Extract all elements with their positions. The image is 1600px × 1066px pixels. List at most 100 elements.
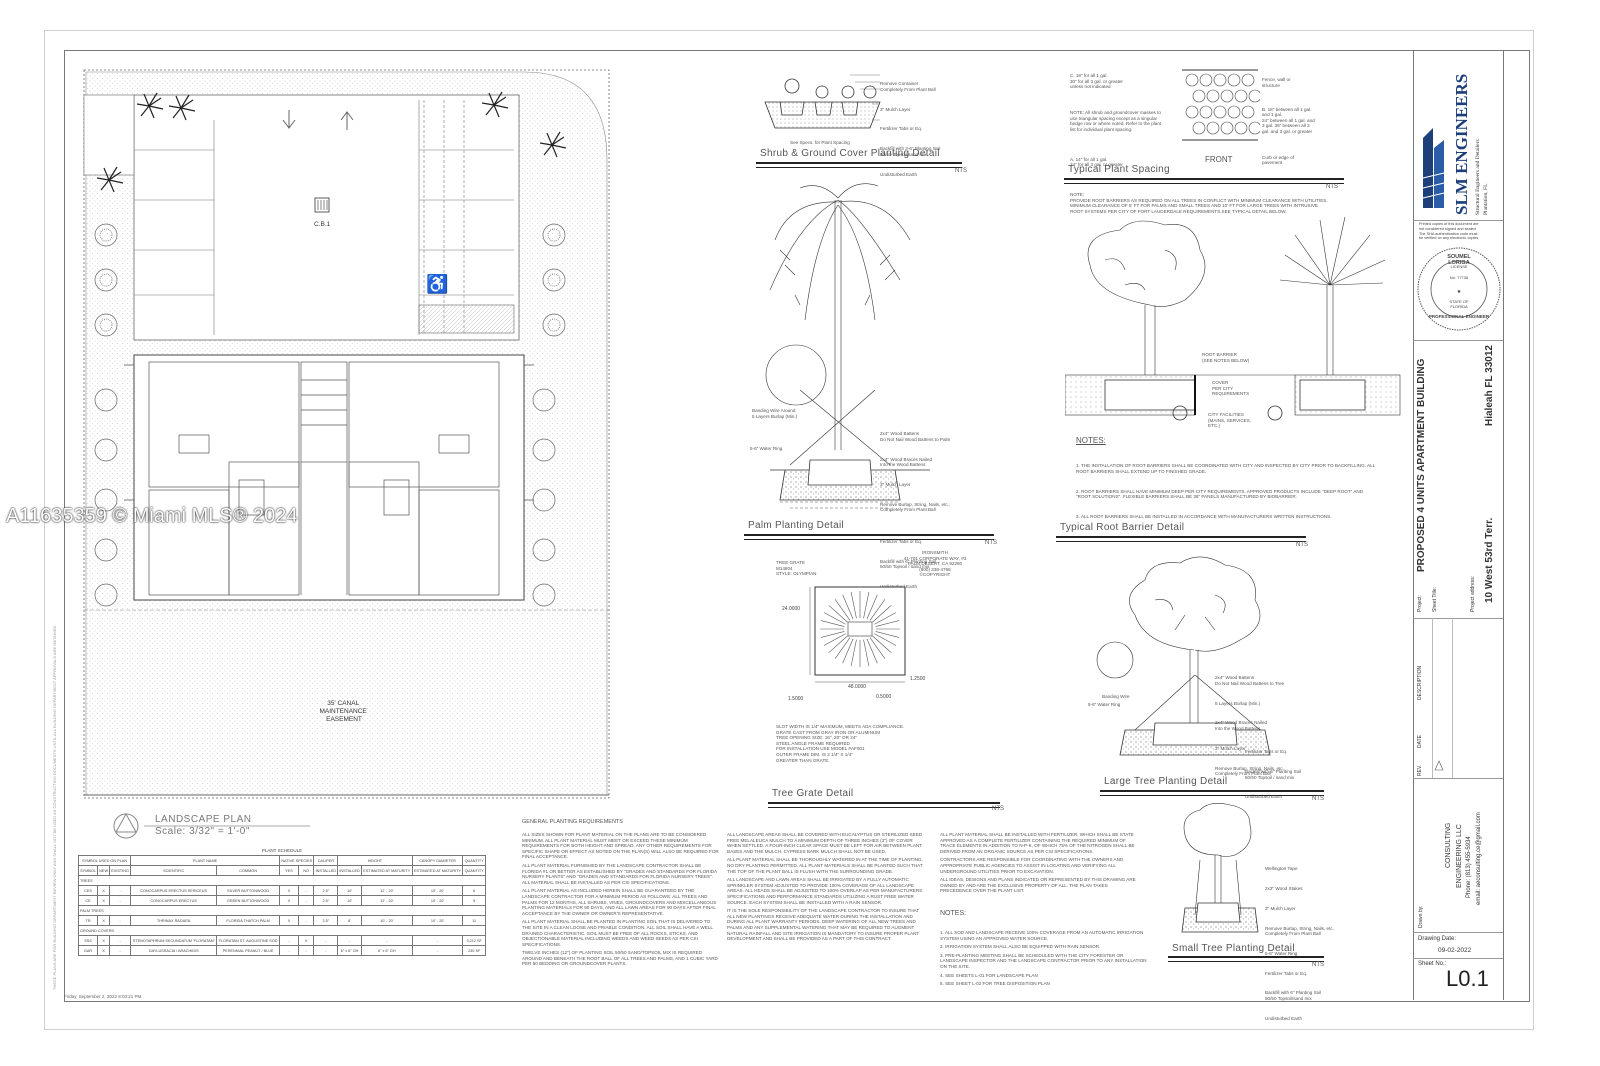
- drawing-date: 09-02-2022: [1438, 947, 1472, 954]
- large-label-battens: 2x4" Wood Battens Do Not Nail Wood Batte…: [1215, 675, 1285, 686]
- plant-spacing-circle: [1248, 89, 1260, 103]
- sheet-number: L0.1: [1446, 966, 1489, 991]
- address-line2: Hialeah FL 33012: [1484, 345, 1495, 426]
- grate-copyright-fineprint: [776, 768, 1016, 788]
- schedule-cell: X: [97, 945, 111, 956]
- schedule-cell: CES: [77, 885, 99, 896]
- large-tree-title: Large Tree Planting Detail: [1104, 776, 1228, 787]
- palm-label-fertilizer: Fertilizer Tabs or Eq.: [880, 539, 923, 545]
- general-notes-list: 1. ALL SOD AND LANDSCAPE RECEIVE 100% CO…: [940, 930, 1150, 990]
- schedule-cell: 2.5": [313, 885, 339, 896]
- spacing-label-b: B. 18" between all 1 gal. and 1 gal. 24"…: [1262, 106, 1315, 134]
- catch-basin-label: C.B.1: [314, 221, 331, 228]
- grate-slot-line: [850, 591, 857, 619]
- small-tree-title: Small Tree Planting Detail: [1172, 943, 1295, 954]
- grate-slot-line: [874, 612, 897, 625]
- schedule-cell: CONOCARPUS ERECTUS: [130, 895, 218, 906]
- schedule-cell: SSS: [77, 935, 99, 946]
- schedule-cell: SCIENTIFIC: [130, 865, 218, 876]
- general-note-1: 1. ALL SOD AND LANDSCAPE RECEIVE 100% CO…: [940, 930, 1145, 941]
- palm-label-battens: 2x4" Wood Battens Do Not Nail Wood Batte…: [880, 431, 951, 442]
- tree-grate-drawing: 24.0000 48.0000 1.5000 0.5000 1.2500: [782, 586, 926, 702]
- grate-slot-line: [850, 639, 857, 667]
- consultant-line1: CONSULTING: [1445, 822, 1452, 868]
- grate-dim-frame: 1.5000: [788, 696, 804, 702]
- shrub-label-fertilizer: Fertilizer Tabs or Eq.: [880, 126, 923, 132]
- small-tree-underline: [1168, 956, 1324, 962]
- requirement-col1-para-1: ALL SIZES SHOWN FOR PLANT MATERIAL ON TH…: [522, 832, 720, 860]
- general-note-2: 2. IRRIGATION SYSTEM SHALL ALSO BE EQUIP…: [940, 944, 1101, 950]
- drawing-sheet-border: [44, 30, 1534, 1030]
- general-note-4: 4. SEE SHEETS L-01 FOR LANDSCAPE PLAN: [940, 972, 1038, 978]
- root-nts: NTS: [1296, 542, 1308, 548]
- plant-spacing-circle: [1241, 105, 1255, 119]
- plant-spacing-circle: [1248, 121, 1260, 135]
- grate-slot-line: [866, 638, 878, 664]
- schedule-cell: -: [411, 945, 464, 956]
- schedule-cell: GAYLUSSACIA / ARACHIDIS: [130, 945, 218, 956]
- drawing-frame: [64, 50, 1530, 1002]
- schedule-cell: 11: [462, 915, 486, 926]
- grate-slot-line: [869, 599, 886, 621]
- small-tree-labels: Wellington Tape 2x3" Wood Stakes 3" Mulc…: [1265, 855, 1365, 1030]
- plant-spacing-circle: [1227, 105, 1241, 119]
- large-tree-nts: NTS: [1312, 796, 1324, 802]
- schedule-cell: 3,212 SF: [462, 935, 486, 946]
- schedule-cell: 230 SF: [462, 945, 486, 956]
- requirement-col2-para-2: ALL PLANT MATERIAL SHALL BE THOROUGHLY W…: [727, 857, 925, 874]
- plant-spacing-circle: [1213, 73, 1227, 87]
- schedule-cell: 5: [462, 895, 486, 906]
- plan-title-block: [113, 812, 310, 839]
- root-note-1: 1. THE INSTALLATION OF ROOT BARRIERS SHA…: [1076, 463, 1377, 474]
- schedule-cell: -: [313, 945, 339, 956]
- schedule-cell: NEW: [97, 865, 111, 876]
- requirement-col3-para-1: ALL PLANT MATERIAL SHALL BE INSTALLED WI…: [940, 832, 1136, 854]
- root-notes-list: 1. THE INSTALLATION OF ROOT BARRIERS SHA…: [1076, 452, 1376, 528]
- general-requirements-col1: ALL SIZES SHOWN FOR PLANT MATERIAL ON TH…: [522, 832, 720, 970]
- plant-spacing-circle: [1199, 105, 1213, 119]
- plan-footer-date: Friday, September 2, 2022 8:03:21 PM: [64, 994, 142, 999]
- grate-slot-line: [823, 612, 846, 625]
- schedule-cell: 10': [337, 895, 362, 906]
- schedule-cell: CONOCARPUS ERECTUS SERICEUS: [130, 885, 218, 896]
- schedule-cell: -: [297, 885, 315, 896]
- small-label-earth: Undisturbed Earth: [1265, 1015, 1303, 1021]
- schedule-cell: QUANTITY: [462, 865, 486, 876]
- schedule-cell: FLORIDA THATCH PALM: [216, 915, 280, 926]
- description-header: DESCRIPTION: [1417, 665, 1423, 700]
- schedule-cell: -: [297, 895, 315, 906]
- spacing-title-underline: [1064, 178, 1344, 184]
- consultant-email: email: aeconsulting.ce@gmail.com: [1476, 812, 1482, 905]
- root-note-2: 2. ROOT BARRIERS SHALL HAVE MINIMUM DEEP…: [1076, 488, 1365, 500]
- schedule-cell: FLORATAM ST. AUGUSTINE SOD: [216, 935, 280, 946]
- side-disclaimer-text: THESE PLANS ARE FOR BUILDING DEPARTMENT …: [52, 625, 57, 990]
- schedule-cell: 10': [337, 885, 362, 896]
- grate-slot-line: [834, 637, 851, 659]
- grate-slot-line: [863, 591, 870, 619]
- grate-slot-line: [872, 635, 892, 653]
- grate-dim-height: 24.0000: [782, 606, 800, 612]
- spacing-labels-right: Fence, wall or structure B. 18" between …: [1262, 66, 1352, 175]
- general-note-5: 5. SEE SHEET L-02 FOR TREE DISPOSITION P…: [940, 981, 1050, 987]
- grate-dim-thickness: 1.2500: [910, 676, 926, 682]
- seal-star-icon: ★: [1457, 289, 1462, 295]
- shrub-label-container: Remove Container Completely From Plant B…: [880, 81, 936, 92]
- schedule-cell: -: [109, 945, 132, 956]
- schedule-cell: -: [109, 885, 132, 896]
- spacing-note: NOTE: All shrub and groundcover masses t…: [1070, 110, 1162, 132]
- grate-dim-slot: 0.5000: [876, 694, 892, 700]
- root-note-3: 3. ALL ROOT BARRIERS SHALL BE INSTALLED …: [1076, 513, 1332, 519]
- grate-slot-line: [863, 639, 870, 667]
- schedule-cell: CALIPER: [313, 855, 339, 866]
- schedule-cell: -: [313, 935, 339, 946]
- schedule-cell: THRINAX RADIATA: [130, 915, 218, 926]
- schedule-cell: SYMBOL: [77, 865, 99, 876]
- requirement-col2-para-1: ALL LANDSCAPE AREAS SHALL BE COVERED WIT…: [727, 832, 924, 854]
- grate-slot-line: [842, 638, 854, 664]
- large-tree-labels-bottom: Fertilizer Tabs or Eq. Backfill with 6" …: [1245, 738, 1340, 809]
